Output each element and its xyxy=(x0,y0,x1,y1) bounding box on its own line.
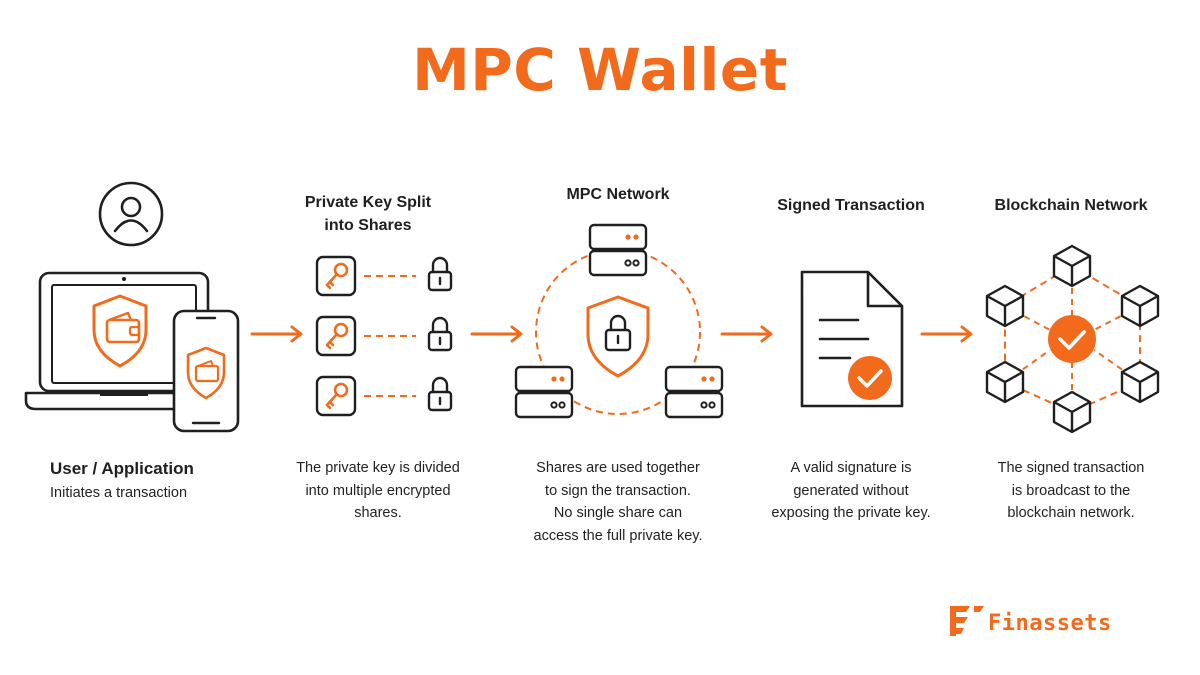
stage-desc-split: The private key is divided into multiple… xyxy=(268,457,488,525)
desc-line: generated without xyxy=(793,482,909,499)
cube-icon xyxy=(985,284,1025,328)
stage-title-split-line-1: Private Key Split xyxy=(304,194,432,211)
page-title: MPC Wallet xyxy=(412,36,788,104)
shield-lock-icon xyxy=(586,295,650,378)
key-icon xyxy=(315,375,357,417)
desc-line: A valid signature is xyxy=(790,460,912,476)
key-shares xyxy=(315,255,453,417)
desc-line: into multiple encrypted xyxy=(305,482,451,499)
key-icon xyxy=(315,255,357,297)
server-icon xyxy=(664,365,724,419)
server-icon xyxy=(588,223,648,277)
cube-icon xyxy=(1120,360,1160,404)
flow-arrow-3 xyxy=(720,325,773,343)
check-icon xyxy=(848,356,892,400)
desc-line: exposing the private key. xyxy=(771,505,931,521)
stage-title-mpc: MPC Network xyxy=(566,186,670,203)
flow-arrow-4 xyxy=(920,325,973,343)
blockchain-network xyxy=(985,244,1160,434)
lock-icon xyxy=(427,256,453,292)
stage-title-split-line-2: into Shares xyxy=(324,217,412,234)
brand-name: Finassets xyxy=(988,611,1112,636)
stage-desc-mpc: Shares are used together to sign the tra… xyxy=(503,457,733,547)
stage-title-split: Private Key Split into Shares xyxy=(288,191,448,237)
stage-desc-signed: A valid signature is generated without e… xyxy=(740,457,962,525)
lock-icon xyxy=(427,316,453,352)
finassets-logo-icon xyxy=(950,606,984,636)
stage-title-blockchain: Blockchain Network xyxy=(994,197,1148,214)
desc-line: The private key is divided xyxy=(296,460,460,476)
cube-icon xyxy=(985,360,1025,404)
server-icon xyxy=(514,365,574,419)
mpc-network xyxy=(514,223,724,419)
desc-line: shares. xyxy=(354,505,402,521)
lock-icon xyxy=(427,376,453,412)
flow-arrow-2 xyxy=(470,325,523,343)
stage-title-user: User / Application xyxy=(50,459,194,478)
desc-line: is broadcast to the xyxy=(1011,482,1131,499)
key-icon xyxy=(315,315,357,357)
stage-title-signed: Signed Transaction xyxy=(777,197,925,214)
desc-line: to sign the transaction. xyxy=(545,482,691,499)
flow-arrow-1 xyxy=(250,325,303,343)
check-icon xyxy=(1048,315,1096,363)
user-icon xyxy=(98,181,164,247)
cube-icon xyxy=(1120,284,1160,328)
cube-icon xyxy=(1052,244,1092,288)
desc-line: blockchain network. xyxy=(1007,505,1135,521)
desc-line: Shares are used together xyxy=(536,460,700,476)
stage-desc-blockchain: The signed transaction is broadcast to t… xyxy=(960,457,1182,525)
desc-line: access the full private key. xyxy=(533,527,703,544)
wallet-shield-icon xyxy=(92,294,148,368)
desc-line: The signed transaction xyxy=(997,460,1145,476)
desc-line: No single share can xyxy=(553,505,683,521)
phone-icon xyxy=(172,309,240,433)
stage-desc-user: Initiates a transaction xyxy=(50,485,188,501)
cube-icon xyxy=(1052,390,1092,434)
